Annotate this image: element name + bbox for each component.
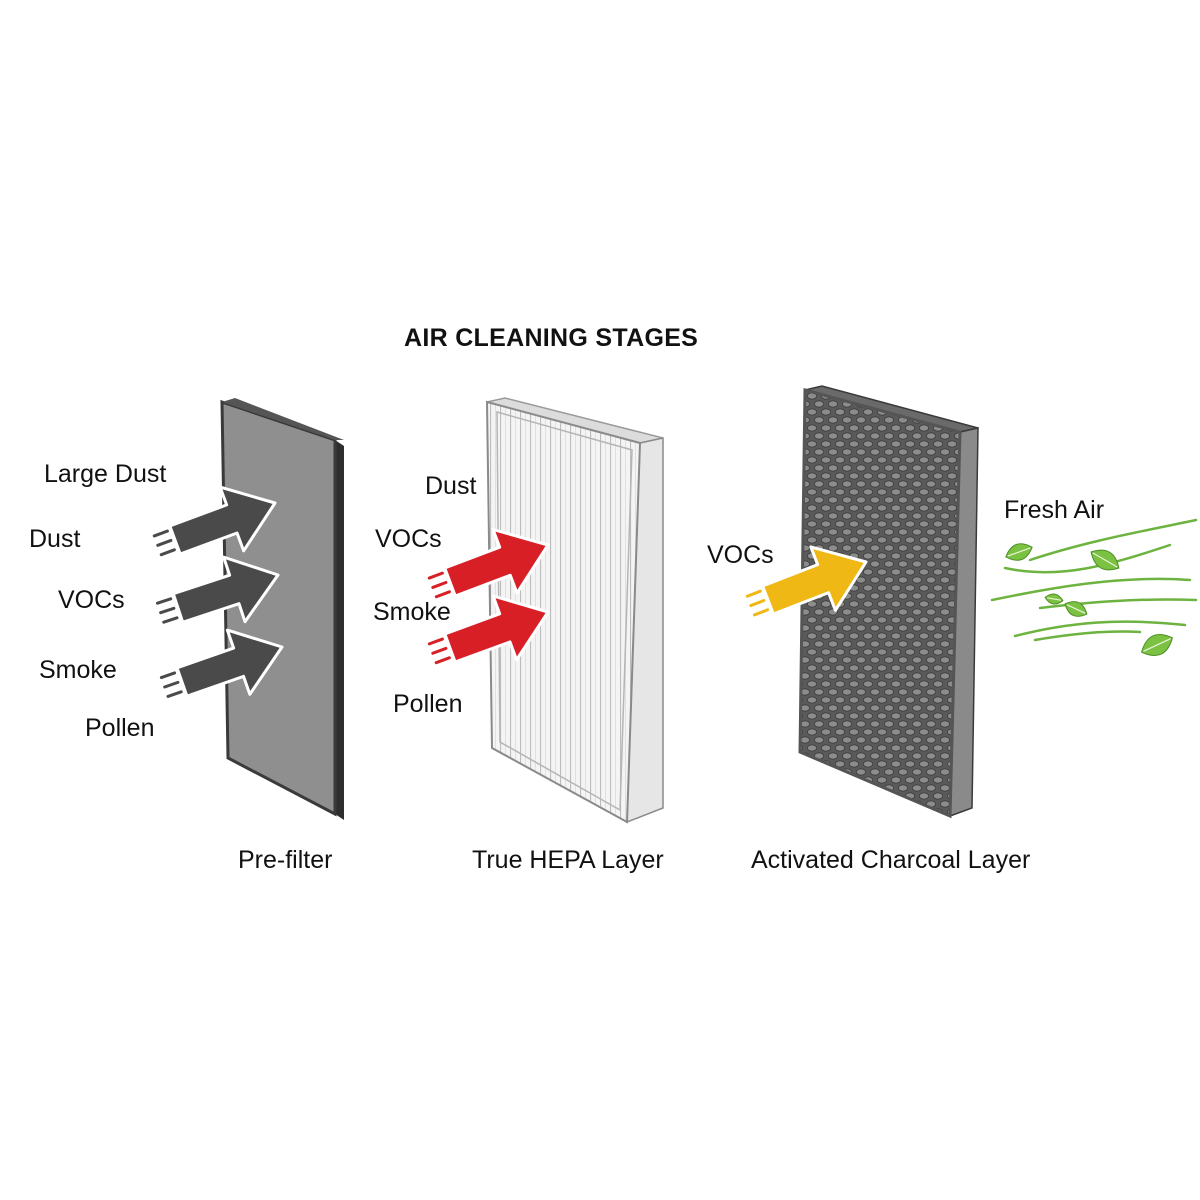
charcoal-panel bbox=[798, 385, 979, 819]
hepa-panel bbox=[485, 397, 664, 824]
prefilter-arrow-1-body bbox=[168, 485, 277, 556]
hepa-arrow-1-stripe bbox=[427, 571, 444, 580]
prefilter-arrow-3-stripe bbox=[159, 671, 177, 680]
prefilter-arrow-2-stripe bbox=[162, 616, 179, 624]
prefilter-pollutant-pollen: Pollen bbox=[85, 714, 155, 742]
hepa-pollutant-smoke: Smoke bbox=[373, 598, 451, 626]
prefilter-arrow-3 bbox=[159, 628, 284, 698]
fresh-air-swooshes bbox=[990, 518, 1198, 642]
charcoal-arrow-stripe bbox=[752, 608, 770, 617]
charcoal-arrow-stripe bbox=[745, 589, 762, 598]
prefilter-arrow-2-body bbox=[171, 555, 280, 624]
hepa-arrow-1-stripe bbox=[434, 590, 451, 599]
leaf-icon-3 bbox=[1044, 593, 1064, 605]
hepa-pollutant-vocs: VOCs bbox=[375, 525, 442, 553]
charcoal-arrow-stripe bbox=[749, 599, 766, 608]
hepa-arrow-2-body bbox=[443, 594, 550, 664]
prefilter-pollutant-vocs: VOCs bbox=[58, 586, 125, 614]
prefilter-arrow-1 bbox=[152, 485, 277, 557]
leaf-icon-5 bbox=[1140, 634, 1174, 656]
hepa-arrow-1 bbox=[427, 527, 550, 599]
prefilter-arrow-2-stripe bbox=[155, 597, 173, 605]
leaf-icon-2 bbox=[1090, 549, 1120, 571]
prefilter-arrow-1-stripe bbox=[159, 548, 176, 557]
prefilter-arrow-3-stripe bbox=[166, 690, 183, 698]
charcoal-arrow-body bbox=[761, 545, 868, 616]
fresh-air-label: Fresh Air bbox=[1004, 496, 1105, 524]
leaf-icon-3-vein bbox=[1047, 597, 1061, 601]
prefilter-arrow-2 bbox=[155, 555, 280, 624]
hepa-arrow-2-stripe bbox=[427, 637, 444, 646]
charcoal-arrow bbox=[745, 545, 868, 617]
prefilter-arrow-1-stripe bbox=[152, 529, 169, 538]
diagram-title: AIR CLEANING STAGES bbox=[404, 324, 699, 352]
leaf-icon-4 bbox=[1064, 601, 1088, 617]
stage-caption-prefilter: Pre-filter bbox=[238, 846, 333, 874]
prefilter-pollutant-large-dust: Large Dust bbox=[44, 460, 167, 488]
prefilter-arrow-3-body bbox=[175, 628, 284, 698]
leaf-icon-5-vein bbox=[1143, 638, 1171, 652]
prefilter-pollutant-dust: Dust bbox=[29, 525, 81, 553]
stage-caption-charcoal: Activated Charcoal Layer bbox=[751, 846, 1031, 874]
stage-caption-hepa: True HEPA Layer bbox=[472, 846, 664, 874]
hepa-arrow-1-body bbox=[443, 527, 550, 598]
hepa-pollutant-dust: Dust bbox=[425, 472, 477, 500]
hepa-arrow-2-stripe bbox=[431, 646, 448, 655]
prefilter-arrow-2-stripe bbox=[159, 606, 176, 615]
prefilter-pollutant-smoke: Smoke bbox=[39, 656, 117, 684]
charcoal-pollutant-vocs: VOCs bbox=[707, 541, 774, 569]
leaf-icon-4-vein bbox=[1066, 604, 1086, 614]
hepa-pollutant-pollen: Pollen bbox=[393, 690, 463, 718]
leaf-icon-1-vein bbox=[1007, 547, 1031, 557]
leaf-icon-1 bbox=[1005, 543, 1033, 561]
hepa-arrow-1-stripe bbox=[431, 580, 448, 589]
hepa-arrow-2 bbox=[427, 594, 550, 665]
leaf-icon-2-vein bbox=[1092, 552, 1118, 568]
hepa-arrow-2-stripe bbox=[434, 656, 451, 665]
prefilter-arrow-3-stripe bbox=[163, 680, 180, 689]
prefilter-arrow-1-stripe bbox=[156, 538, 173, 547]
